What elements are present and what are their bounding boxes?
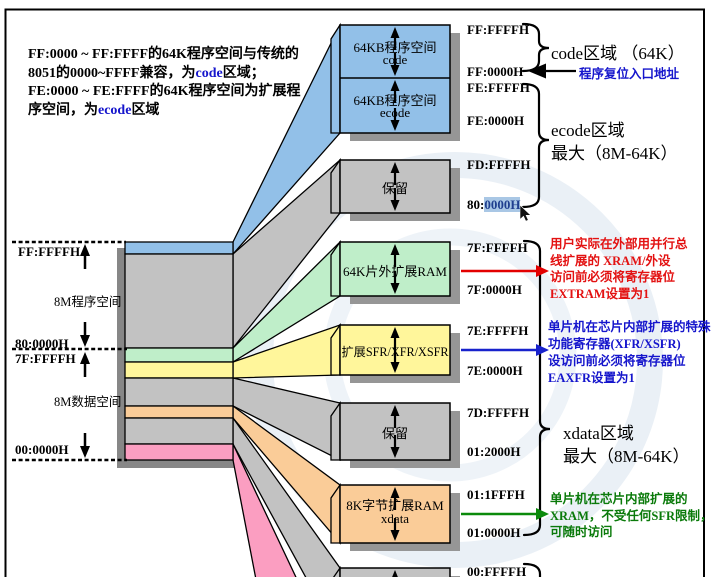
reset-entry-note: 程序复位入口地址 bbox=[579, 67, 680, 81]
ecode-keyword: ecode bbox=[98, 102, 132, 118]
addr-7d-ffffh: 7D:FFFFH bbox=[467, 405, 530, 420]
axis-label-program-space: 8M程序空间 bbox=[54, 295, 122, 309]
addr-80-0000h: 80:0000H bbox=[467, 197, 521, 212]
extram-note: 用户实际在外部用并行总 线扩展的 XRAM/外设 访问前必须将寄存器位 EXTR… bbox=[550, 236, 688, 302]
eaxfr-note-line: EAXFR设置为1 bbox=[548, 371, 635, 385]
memory-stack bbox=[124, 241, 234, 461]
xram8k-label: 8K字节扩展RAM bbox=[346, 498, 444, 513]
mouse-cursor-icon bbox=[519, 204, 532, 222]
addr-01-1fffh: 01:1FFFH bbox=[467, 487, 525, 502]
xram-note: 单片机在芯片内部扩展的 XRAM，不受任何SFR限制， 可随时访问 bbox=[550, 491, 713, 541]
addr-01-0000h: 01:0000H bbox=[467, 525, 521, 540]
span-arrows bbox=[80, 244, 90, 458]
xram-note-line: 可随时访问 bbox=[550, 525, 613, 539]
axis-addr-7f-ffffh: 7F:FFFFH bbox=[15, 351, 76, 366]
xram-arrow bbox=[461, 508, 549, 520]
axis-addr-80-0000h: 80:0000H bbox=[15, 336, 69, 351]
ecode-block-label: 64KB程序空间 bbox=[353, 93, 437, 108]
ecode-region-size: 最大（8M-64K） bbox=[551, 144, 678, 163]
axis-addr-ff-ffffh: FF:FFFFH bbox=[18, 244, 81, 259]
axis-label-data-space: 8M数据空间 bbox=[54, 395, 122, 409]
code-region-label: code区域 （64K） bbox=[551, 44, 685, 63]
xsfr-label: 扩展SFR/XFR/XSFR bbox=[341, 345, 449, 359]
axis-addr-00-0000h: 00:0000H bbox=[15, 442, 69, 457]
addr-ff-0000h: FF:0000H bbox=[467, 64, 524, 79]
intro-line4: 序空间，为ecode区域 bbox=[28, 102, 160, 118]
region-braces bbox=[521, 22, 551, 577]
extram-arrow bbox=[461, 265, 549, 277]
eaxfr-arrow bbox=[461, 344, 549, 356]
eaxfr-note: 单片机在芯片内部扩展的特殊 功能寄存器(XFR/XSFR) 设访问前必须将寄存器… bbox=[548, 319, 711, 387]
intro-line3: FE:0000 ~ FE:FFFF的64K程序空间为扩展程 bbox=[28, 84, 301, 99]
dashed-boundaries bbox=[12, 240, 127, 462]
brace-code bbox=[521, 22, 550, 73]
xram64k-label: 64K片外扩展RAM bbox=[342, 264, 447, 279]
addr-01-2000h: 01:2000H bbox=[467, 444, 521, 459]
xdata-region-label: xdata区域 bbox=[563, 424, 634, 443]
addr-7f-0000h: 7F:0000H bbox=[467, 282, 522, 297]
code-keyword: code bbox=[195, 65, 223, 81]
addr-fe-0000h: FE:0000H bbox=[467, 113, 525, 128]
addr-fd-ffffh: FD:FFFFH bbox=[467, 157, 531, 172]
intro-note: FF:0000 ~ FF:FFFF的64K程序空间与传统的 8051的0000~… bbox=[28, 46, 300, 120]
reset-arrow bbox=[528, 63, 576, 79]
addr-7f-ffffh: 7F:FFFFH bbox=[467, 240, 528, 255]
ecode-region-label: ecode区域 bbox=[551, 121, 625, 140]
extram-note-line: 访问前必须将寄存器位 bbox=[550, 270, 676, 284]
eaxfr-note-line: 设访问前必须将寄存器位 bbox=[548, 354, 686, 368]
intro-line2: 8051的0000~FFFF兼容，为code区域； bbox=[28, 65, 265, 81]
extram-note-line: EXTRAM设置为1 bbox=[550, 286, 650, 301]
addr-ff-ffffh: FF:FFFFH bbox=[467, 22, 530, 37]
selected-text[interactable]: 0000H bbox=[484, 197, 521, 212]
eaxfr-note-line: 单片机在芯片内部扩展的特殊 bbox=[548, 320, 711, 334]
eaxfr-note-line: 功能寄存器(XFR/XSFR) bbox=[548, 337, 681, 351]
page-border bbox=[4, 8, 705, 577]
addr-7e-0000h: 7E:0000H bbox=[467, 363, 523, 378]
xram-note-line: 单片机在芯片内部扩展的 bbox=[550, 492, 688, 506]
intro-line1: FF:0000 ~ FF:FFFF的64K程序空间与传统的 bbox=[28, 47, 299, 62]
stack-shadow bbox=[117, 248, 237, 468]
reserved2-label: 保留 bbox=[381, 426, 408, 441]
xram-note-line: XRAM，不受任何SFR限制， bbox=[550, 508, 713, 523]
code-block-label: 64KB程序空间 bbox=[353, 40, 437, 55]
brace-bottom bbox=[522, 562, 542, 577]
brace-xdata bbox=[522, 239, 551, 537]
extram-note-line: 用户实际在外部用并行总 bbox=[550, 237, 688, 251]
addr-00-ffffh: 00:FFFFH bbox=[467, 564, 527, 577]
addr-fe-ffffh: FE:FFFFH bbox=[467, 80, 530, 95]
addr-7e-ffffh: 7E:FFFFH bbox=[467, 323, 529, 338]
xdata-region-size: 最大（8M-64K） bbox=[563, 447, 690, 466]
extram-note-line: 线扩展的 XRAM/外设 bbox=[550, 253, 671, 268]
xram8k-name: xdata bbox=[380, 511, 410, 526]
ecode-block-name: ecode bbox=[379, 105, 411, 120]
reserved1-label: 保留 bbox=[381, 181, 408, 196]
brace-ecode bbox=[521, 82, 550, 209]
code-block-name: code bbox=[382, 52, 408, 67]
